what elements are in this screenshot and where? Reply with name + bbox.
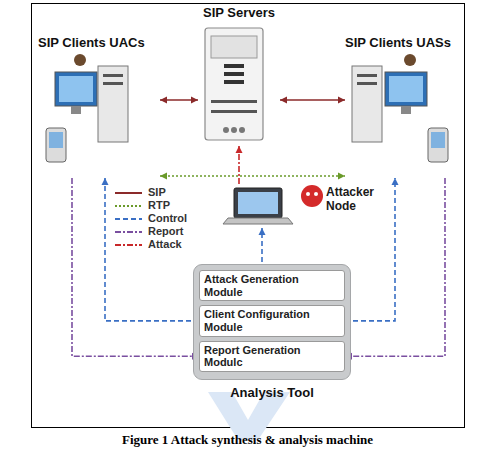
node-title: SIP Clients UACs — [38, 36, 160, 51]
server-user — [239, 127, 245, 133]
client-icon — [46, 54, 128, 162]
monitor — [55, 72, 97, 106]
person-head — [404, 54, 416, 66]
server-slot — [224, 72, 244, 76]
component-node: SIP Clients UACs — [38, 36, 160, 178]
arrow-head — [338, 173, 345, 180]
arrow-head — [259, 228, 266, 235]
sip-sample — [115, 192, 142, 194]
server-panel — [211, 36, 257, 58]
connector — [102, 178, 200, 321]
screen — [389, 76, 423, 102]
attacker-eye — [306, 192, 310, 196]
connector-line — [160, 175, 345, 177]
figure-frame — [32, 4, 465, 428]
module-box: Client Configuration Module — [199, 305, 345, 336]
report-sample — [115, 231, 142, 233]
component-node: Attacker Node — [222, 184, 382, 228]
rtp-sample — [115, 205, 142, 207]
connector-line — [72, 178, 199, 356]
arrow-head — [236, 146, 243, 153]
drive-slot — [357, 82, 377, 85]
control-sample — [115, 218, 142, 220]
server-user — [231, 127, 237, 133]
arrow-head — [160, 173, 167, 180]
arrow-head — [160, 97, 167, 104]
drive-slot — [357, 74, 377, 77]
attacker-head — [301, 185, 323, 207]
pc-tower — [98, 66, 128, 142]
node-title: Attacker Node — [326, 186, 382, 214]
arrow-head — [191, 97, 198, 104]
legend-label: Report — [148, 225, 183, 238]
legend-label: Control — [148, 212, 187, 225]
server-case — [205, 28, 263, 140]
tool-group: Attack Generation ModuleClient Configura… — [191, 262, 353, 401]
legend-label: RTP — [148, 199, 170, 212]
connector — [160, 173, 345, 180]
connector — [72, 178, 199, 360]
node-title: SIP Clients UASs — [345, 36, 459, 51]
drive-slot — [103, 74, 123, 77]
connector — [236, 146, 243, 184]
server-icon — [205, 28, 263, 140]
module-label: Report Generation Modulc — [204, 344, 340, 369]
pc-tower — [352, 66, 382, 142]
legend-samples — [115, 193, 142, 245]
tool-title: Analysis Tool — [191, 386, 353, 401]
screen — [59, 76, 93, 102]
legend-label: Attack — [148, 238, 182, 251]
laptop-screen — [234, 188, 282, 218]
module-label: Client Configuration Module — [204, 308, 340, 333]
monitor — [385, 72, 427, 106]
component-node: SIP Servers — [198, 6, 280, 146]
server-slot — [211, 110, 257, 113]
monitor-stand — [71, 106, 81, 114]
arrow-head — [280, 97, 287, 104]
person-head — [74, 54, 86, 66]
client-icon — [352, 54, 448, 162]
pda — [428, 128, 448, 162]
figure-caption: Figure 1 Attack synthesis & analysis mac… — [0, 433, 495, 448]
arrow-head — [338, 97, 345, 104]
connector — [280, 97, 345, 104]
legend-label: SIP — [148, 186, 166, 199]
laptop-display — [238, 192, 278, 214]
server-slot — [224, 64, 244, 68]
monitor-stand — [401, 106, 411, 114]
attack-sample — [115, 244, 142, 246]
connector-line — [345, 178, 445, 356]
pda-screen — [431, 132, 445, 148]
drive-slot — [103, 82, 123, 85]
node-title: SIP Servers — [198, 6, 280, 21]
laptop-icon — [223, 185, 323, 224]
component-node: SIP Clients UASs — [345, 36, 459, 178]
arrow-head — [392, 178, 399, 185]
module-label: Attack Generation Module — [204, 273, 340, 298]
laptop-base — [223, 218, 293, 224]
server-user — [223, 127, 229, 133]
connector-line — [280, 99, 345, 101]
server-slot — [224, 80, 244, 84]
connector-line — [105, 178, 199, 321]
server-slot — [211, 100, 257, 103]
module-box: Attack Generation Module — [199, 270, 345, 301]
attacker-eye — [314, 192, 318, 196]
connector — [345, 178, 445, 360]
arrow-head — [102, 178, 109, 185]
pda-screen — [49, 132, 63, 148]
connector — [160, 97, 198, 104]
module-box: Report Generation Modulc — [199, 341, 345, 372]
pda — [46, 128, 66, 162]
